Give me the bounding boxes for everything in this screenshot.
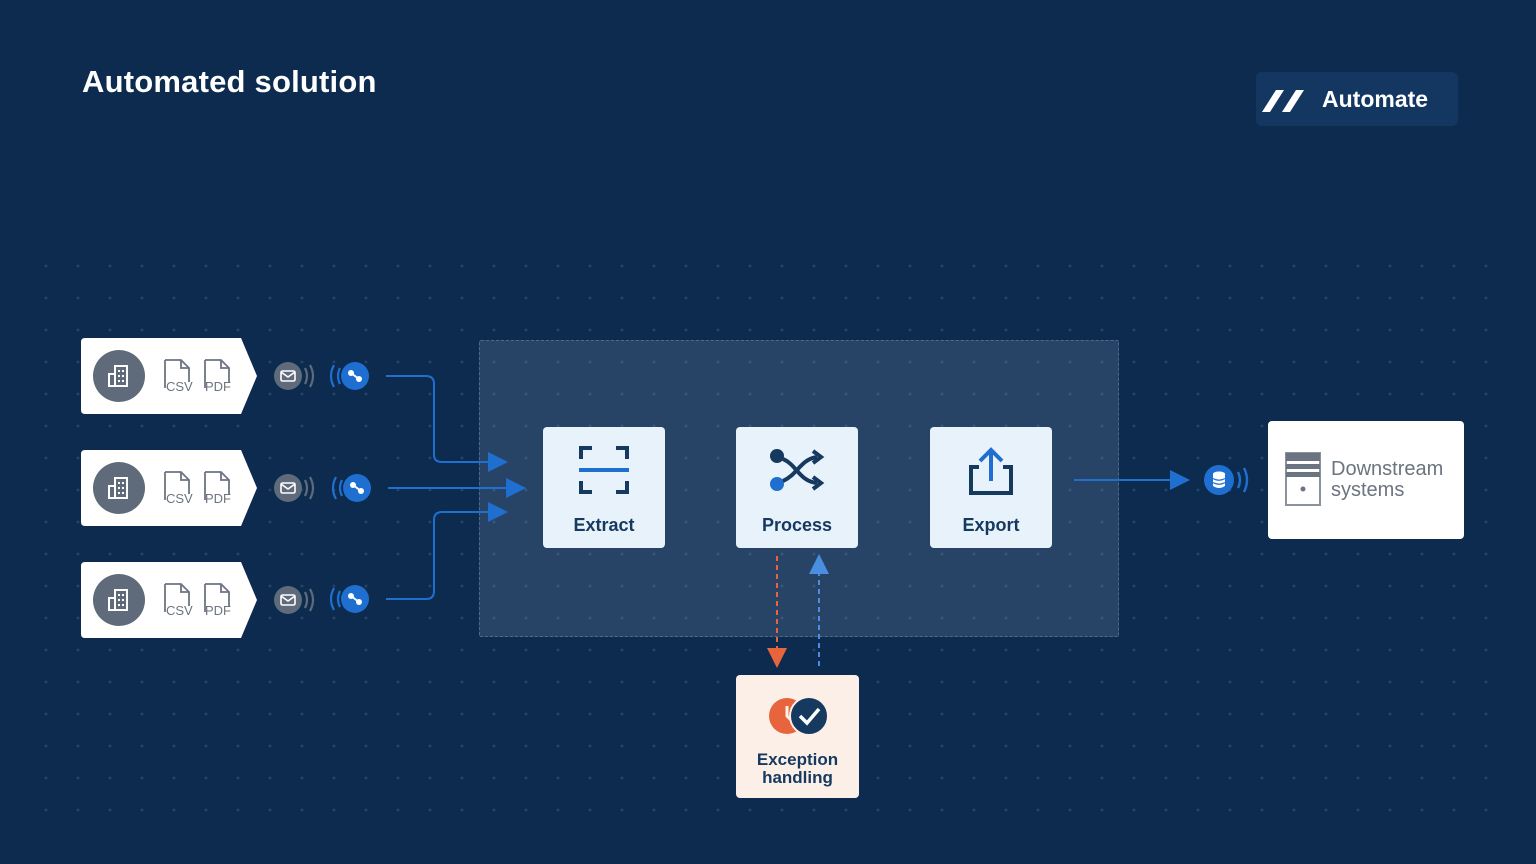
csv-label: CSV xyxy=(166,379,193,394)
scan-icon xyxy=(579,446,629,494)
process-step: Process xyxy=(736,427,858,548)
csv-file-icon: CSV xyxy=(164,471,193,506)
export-label: Export xyxy=(962,515,1020,535)
process-label: Process xyxy=(761,515,833,535)
double-slash-logo-icon xyxy=(1262,90,1304,112)
csv-label: CSV xyxy=(166,603,193,618)
database-icon xyxy=(1204,465,1249,495)
brand-name: Automate xyxy=(1322,86,1429,112)
flow-line-source-3 xyxy=(386,502,508,600)
exception-handling-card: Exception handling xyxy=(736,675,859,798)
upload-icon xyxy=(969,447,1013,495)
clock-check-icon xyxy=(768,696,829,736)
source-card-3: CSV PDF xyxy=(81,562,257,638)
link-icon xyxy=(331,474,371,502)
server-icon xyxy=(1285,452,1321,506)
pdf-label: PDF xyxy=(205,603,231,618)
csv-label: CSV xyxy=(166,491,193,506)
pdf-label: PDF xyxy=(205,379,231,394)
pdf-file-icon: PDF xyxy=(204,583,231,618)
brand-badge: Automate xyxy=(1256,72,1458,126)
flow-line-source-1 xyxy=(386,375,508,472)
mail-icon xyxy=(274,474,315,502)
extract-step: Extract xyxy=(543,427,665,548)
building-icon xyxy=(93,462,145,514)
extract-label: Extract xyxy=(573,515,635,535)
link-icon xyxy=(329,585,369,613)
pdf-file-icon: PDF xyxy=(204,471,231,506)
link-icon xyxy=(329,362,369,390)
building-icon xyxy=(93,350,145,402)
pdf-file-icon: PDF xyxy=(204,359,231,394)
page-title: Automated solution xyxy=(82,64,377,99)
csv-file-icon: CSV xyxy=(164,583,193,618)
downstream-systems-card: Downstream systems xyxy=(1268,421,1464,539)
building-icon xyxy=(93,574,145,626)
exception-label: Exception handling xyxy=(756,750,839,787)
pdf-label: PDF xyxy=(205,491,231,506)
mail-icon xyxy=(274,586,315,614)
csv-file-icon: CSV xyxy=(164,359,193,394)
source-card-2: CSV PDF xyxy=(81,450,257,526)
downstream-label: Downstream systems xyxy=(1331,458,1444,501)
shuffle-icon xyxy=(770,449,825,491)
mail-icon xyxy=(274,362,315,390)
source-card-1: CSV PDF xyxy=(81,338,257,414)
export-step: Export xyxy=(930,427,1052,548)
